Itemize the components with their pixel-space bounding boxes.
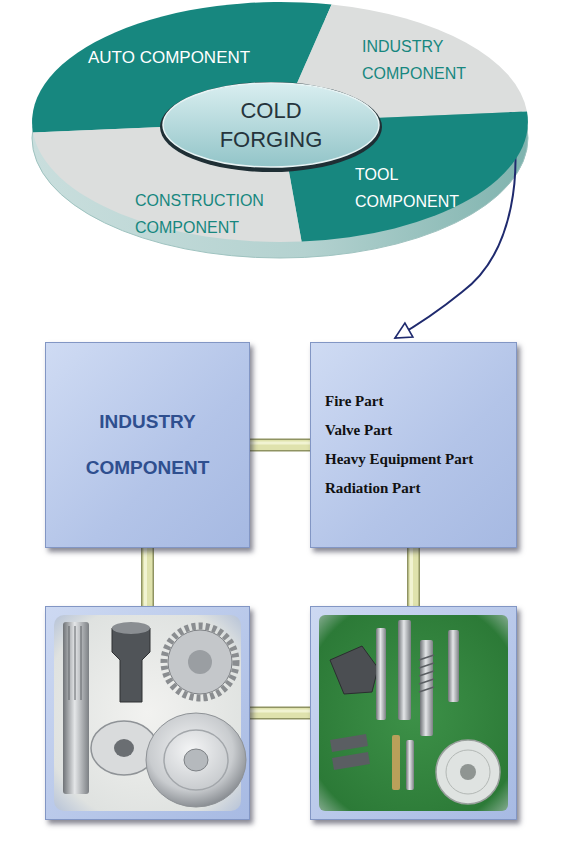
tube-highlight	[250, 442, 310, 445]
sleeve-top	[112, 622, 150, 634]
photo-frame	[45, 606, 250, 820]
parts-photo	[310, 606, 517, 820]
ellipse-fill	[163, 83, 379, 167]
wheel-hub	[460, 764, 476, 780]
rod-part	[406, 740, 414, 790]
part-item: Valve Part	[325, 416, 506, 445]
shaft-part	[398, 620, 411, 720]
thread-line	[419, 655, 434, 660]
tube-outline	[250, 707, 310, 720]
pulley-hole	[114, 739, 134, 757]
tube-highlight	[410, 548, 413, 606]
part-item: Radiation Part	[325, 474, 506, 503]
tube-outline	[250, 439, 310, 452]
segment-label: CONSTRUCTION COMPONENT	[135, 187, 300, 241]
ellipse-shape	[158, 77, 384, 173]
photo-box	[310, 606, 517, 820]
block-part	[332, 752, 370, 770]
splined-shaft	[63, 622, 89, 794]
tube-outline	[407, 548, 420, 606]
tube-fill	[250, 708, 310, 718]
rod-part	[392, 735, 400, 790]
shaft-part	[376, 628, 386, 720]
component-box: INDUSTRY COMPONENT	[45, 342, 250, 548]
segment-label: TOOL COMPONENT	[355, 161, 485, 215]
spline-line	[75, 626, 76, 700]
block-part	[330, 734, 368, 752]
spline-line	[69, 626, 70, 700]
tube-fill	[143, 548, 153, 606]
gear-body	[168, 630, 232, 694]
center-ellipse: COLD FORGING	[158, 77, 384, 173]
tube-fill	[409, 548, 419, 606]
photo-box	[45, 606, 250, 820]
photo-ground	[319, 615, 508, 811]
bell-center	[184, 749, 208, 771]
parts-photo	[45, 606, 250, 820]
photo-frame	[310, 606, 517, 820]
gear-hub	[188, 650, 212, 674]
segment-label: AUTO COMPONENT	[88, 44, 298, 71]
tube-highlight	[144, 548, 147, 606]
part-item: Heavy Equipment Part	[325, 445, 506, 474]
tube-fill	[250, 440, 310, 450]
bell-part	[146, 713, 246, 807]
worm-shaft	[420, 640, 433, 736]
connector	[412, 548, 414, 606]
component-box: Fire PartValve PartHeavy Equipment PartR…	[310, 342, 517, 548]
worm-thread	[419, 655, 434, 692]
center-label: COLD FORGING	[215, 96, 327, 154]
shaft-part	[448, 630, 459, 702]
bell-ring	[164, 730, 228, 790]
arrow-head	[395, 323, 413, 338]
thread-line	[419, 663, 434, 668]
sleeve-part	[112, 628, 150, 702]
connector	[250, 443, 310, 445]
wheel-part	[436, 740, 500, 804]
shaft-splines	[69, 626, 81, 700]
thread-line	[419, 687, 434, 692]
bracket-part	[330, 646, 378, 694]
thread-line	[419, 671, 434, 676]
connector	[250, 711, 310, 713]
wheel-ring	[446, 750, 490, 794]
tube-highlight	[250, 710, 310, 713]
part-item: Fire Part	[325, 387, 506, 416]
ellipse-shadow	[160, 82, 382, 172]
tube-outline	[141, 548, 154, 606]
thread-line	[419, 679, 434, 684]
gear-teeth	[164, 626, 236, 698]
spline-line	[81, 626, 82, 700]
connector	[146, 548, 148, 606]
segment-label: INDUSTRY COMPONENT	[362, 33, 490, 87]
box-title: INDUSTRY COMPONENT	[56, 399, 239, 491]
